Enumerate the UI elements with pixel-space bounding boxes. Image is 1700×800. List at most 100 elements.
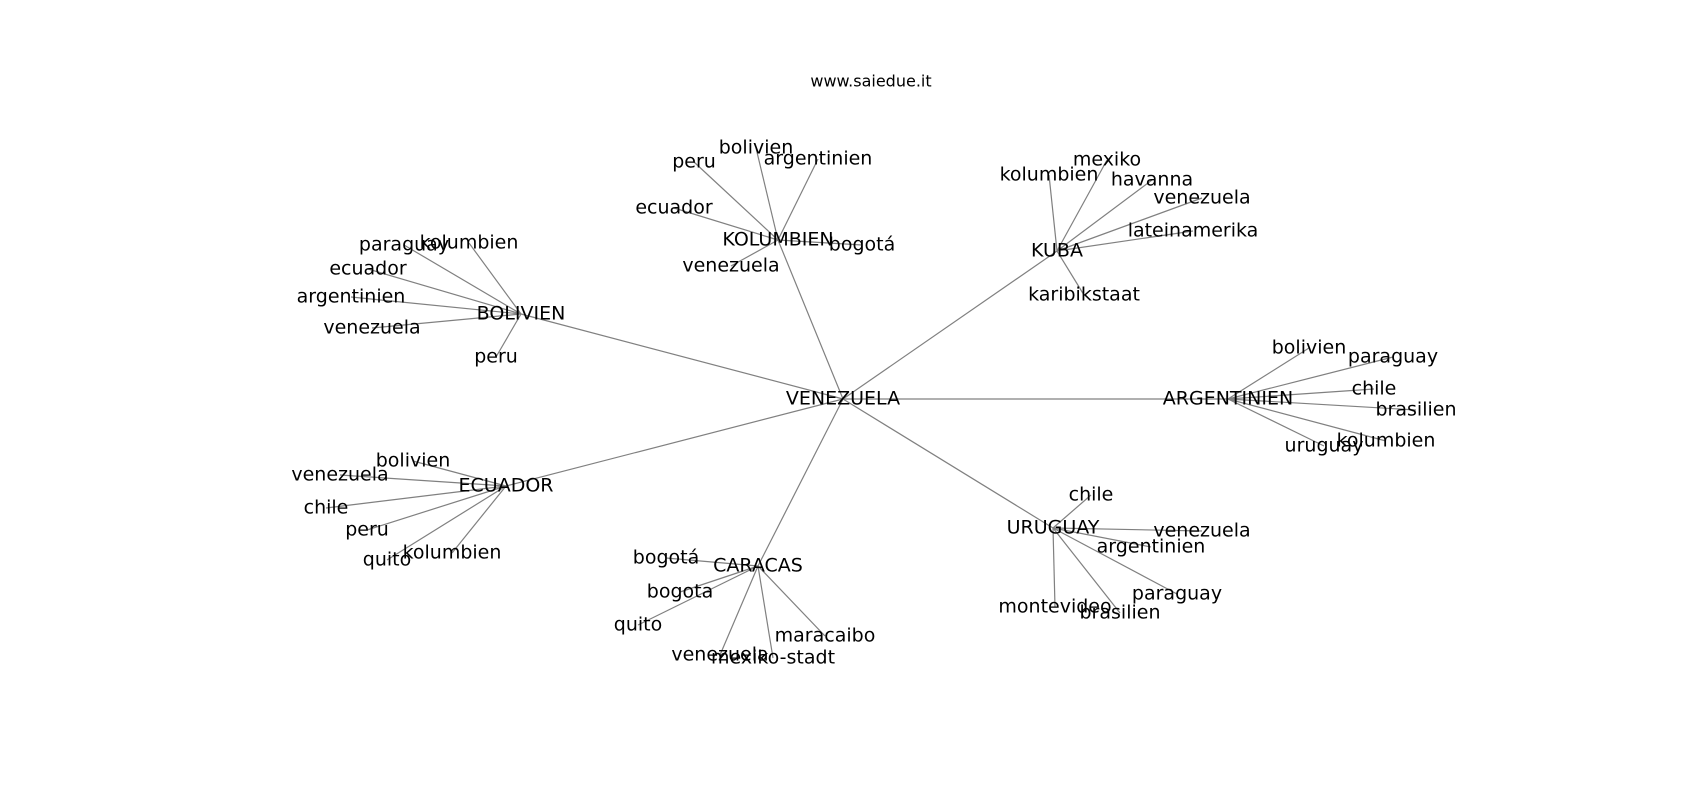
node-leaf-ecuador-chile: chile	[304, 497, 349, 519]
edge-bolivien-kolumbien	[468, 242, 522, 315]
edge-ecuador-kolumbien	[451, 485, 507, 554]
node-hub-caracas: CARACAS	[713, 555, 803, 577]
edge-ecuador-peru	[366, 485, 507, 531]
edge-ecuador-venezuela	[339, 474, 507, 487]
node-leaf-caracas-venezuela: venezuela	[671, 644, 768, 666]
node-leaf-bolivien-paraguay: paraguay	[359, 234, 449, 256]
edge-kuba-mexiko	[1056, 159, 1108, 252]
node-leaf-bolivien-kolumbien: kolumbien	[420, 232, 519, 254]
node-leaf-uruguay-montevideo: montevideo	[998, 596, 1111, 618]
edge-caracas-bogota	[679, 565, 759, 593]
edge-caracas-mexiko-stadt	[757, 565, 774, 659]
node-leaf-kolumbien-venezuela: venezuela	[682, 255, 779, 277]
edge-ecuador-quito	[386, 485, 507, 561]
edge-kolumbien-ecuador	[673, 207, 779, 241]
node-leaf-kuba-havanna: havanna	[1111, 169, 1193, 191]
node-leaf-ecuador-kolumbien: kolumbien	[403, 542, 502, 564]
node-leaf-caracas-mexiko-stadt: mexiko-stadt	[711, 647, 835, 669]
edge-center-bolivien	[520, 313, 844, 400]
edge-uruguay-brasilien	[1052, 527, 1121, 614]
edge-center-kolumbien	[777, 239, 844, 400]
node-leaf-kuba-lateinamerika: lateinamerika	[1128, 220, 1259, 242]
node-leaf-kuba-venezuela: venezuela	[1153, 187, 1250, 209]
node-leaf-kuba-mexiko: mexiko	[1073, 149, 1141, 171]
diagram-title: www.saiedue.it	[810, 72, 931, 91]
node-leaf-bolivien-venezuela: venezuela	[323, 317, 420, 339]
edge-caracas-venezuela	[719, 565, 759, 656]
edge-uruguay-montevideo	[1052, 527, 1056, 608]
node-leaf-argentinien-kolumbien: kolumbien	[1337, 430, 1436, 452]
node-leaf-uruguay-brasilien: brasilien	[1080, 602, 1161, 624]
edge-kolumbien-peru	[693, 161, 779, 241]
node-leaf-ecuador-quito: quito	[363, 549, 411, 571]
edge-kuba-karibikstaat	[1056, 250, 1085, 296]
node-hub-ecuador: ECUADOR	[459, 475, 554, 497]
node-leaf-ecuador-bolivien: bolivien	[376, 450, 451, 472]
node-leaf-caracas-maracaibo: maracaibo	[775, 625, 876, 647]
edge-center-ecuador	[505, 398, 844, 487]
node-leaf-uruguay-chile: chile	[1069, 484, 1114, 506]
edge-uruguay-venezuela	[1052, 527, 1203, 532]
edges-layer	[325, 147, 1417, 659]
edge-kolumbien-bolivien	[755, 147, 779, 241]
node-leaf-argentinien-uruguay: uruguay	[1285, 435, 1364, 457]
edge-bolivien-argentinien	[350, 296, 522, 315]
edge-argentinien-bolivien	[1227, 347, 1310, 400]
node-hub-argentinien: ARGENTINIEN	[1163, 388, 1293, 410]
edge-center-kuba	[842, 250, 1058, 400]
edge-caracas-bogota	[665, 557, 759, 567]
edge-center-uruguay	[842, 398, 1054, 529]
edge-caracas-quito	[637, 565, 759, 626]
node-leaf-bolivien-argentinien: argentinien	[297, 286, 406, 308]
node-leaf-caracas-bogota: bogota	[647, 581, 713, 603]
node-leaf-argentinien-paraguay: paraguay	[1348, 346, 1438, 368]
edge-argentinien-paraguay	[1227, 356, 1394, 400]
node-leaf-kuba-karibikstaat: karibikstaat	[1028, 284, 1140, 306]
node-leaf-kolumbien-peru: peru	[672, 151, 716, 173]
edge-kolumbien-bogota	[777, 239, 863, 246]
edge-bolivien-venezuela	[371, 313, 522, 329]
node-hub-kuba: KUBA	[1031, 240, 1083, 262]
edge-ecuador-bolivien	[412, 460, 507, 487]
edge-argentinien-brasilien	[1227, 398, 1417, 411]
node-leaf-ecuador-peru: peru	[345, 519, 389, 541]
node-center-venezuela: VENEZUELA	[786, 388, 900, 410]
edge-bolivien-peru	[495, 313, 522, 358]
node-hub-bolivien: BOLIVIEN	[477, 303, 566, 325]
node-leaf-caracas-quito: quito	[614, 614, 662, 636]
edge-kuba-havanna	[1056, 179, 1153, 252]
edge-kuba-lateinamerika	[1056, 230, 1194, 252]
node-leaf-kolumbien-bolivien: bolivien	[719, 137, 794, 159]
node-leaf-kolumbien-bogota: bogotá	[829, 234, 895, 256]
edge-center-caracas	[757, 398, 844, 567]
node-leaf-kolumbien-ecuador: ecuador	[635, 197, 713, 219]
node-leaf-ecuador-venezuela: venezuela	[291, 464, 388, 486]
node-leaf-argentinien-brasilien: brasilien	[1376, 399, 1457, 421]
edge-caracas-maracaibo	[757, 565, 826, 637]
edge-kolumbien-argentinien	[777, 158, 819, 241]
node-leaf-bolivien-peru: peru	[474, 346, 518, 368]
edge-ecuador-chile	[325, 485, 507, 509]
node-leaf-argentinien-bolivien: bolivien	[1272, 337, 1347, 359]
node-leaf-uruguay-argentinien: argentinien	[1097, 536, 1206, 558]
edge-uruguay-paraguay	[1052, 527, 1178, 595]
edge-argentinien-uruguay	[1227, 398, 1325, 447]
edge-bolivien-ecuador	[367, 268, 522, 315]
node-hub-uruguay: URUGUAY	[1007, 517, 1100, 539]
edge-bolivien-paraguay	[403, 244, 522, 315]
edge-argentinien-kolumbien	[1227, 398, 1387, 442]
edge-kolumbien-venezuela	[730, 239, 779, 267]
node-hub-kolumbien: KOLUMBIEN	[722, 229, 833, 251]
edge-uruguay-argentinien	[1052, 527, 1152, 548]
node-leaf-caracas-bogota: bogotá	[633, 547, 699, 569]
node-leaf-uruguay-paraguay: paraguay	[1132, 583, 1222, 605]
node-leaf-uruguay-venezuela: venezuela	[1153, 520, 1250, 542]
node-leaf-kuba-kolumbien: kolumbien	[1000, 164, 1099, 186]
edge-uruguay-chile	[1052, 494, 1092, 529]
edge-argentinien-chile	[1227, 388, 1375, 400]
node-leaf-bolivien-ecuador: ecuador	[329, 258, 407, 280]
edge-kuba-kolumbien	[1048, 174, 1058, 252]
node-leaf-argentinien-chile: chile	[1352, 378, 1397, 400]
